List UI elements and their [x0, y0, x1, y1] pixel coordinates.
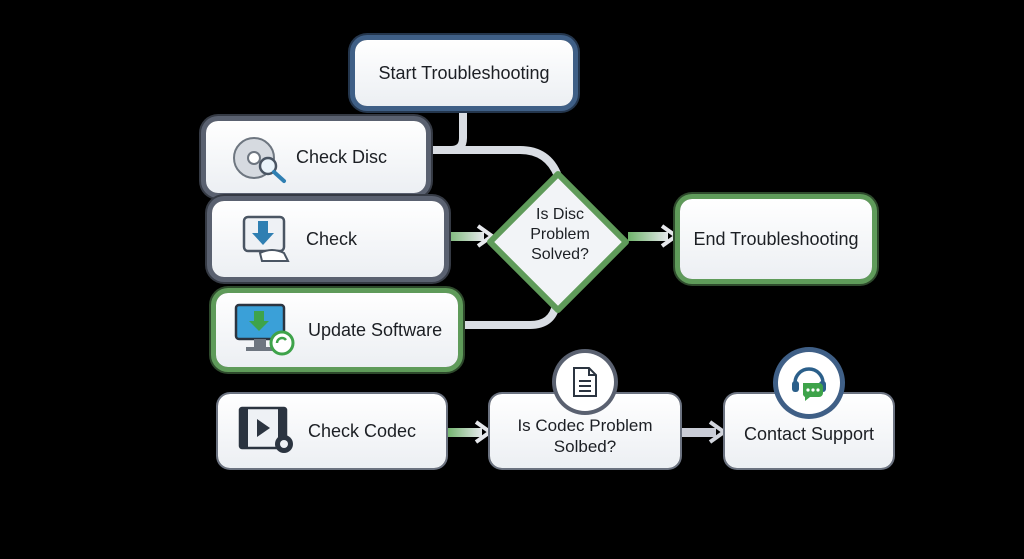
disc-decision-label: Is Disc Problem Solved? [510, 205, 610, 265]
check-disc-label: Check Disc [296, 146, 388, 167]
disc-decision-line-2: Problem [530, 226, 590, 243]
codec-decision-badge [556, 353, 614, 411]
end-label: End Troubleshooting [693, 228, 859, 249]
disc-magnifier-icon [233, 137, 286, 183]
arrow-codec-to-decision [446, 420, 494, 444]
support-headset-icon [792, 367, 826, 401]
disc-decision-line-3: Solved? [531, 246, 589, 263]
arrow-decision-to-end [628, 224, 680, 248]
document-icon [573, 367, 597, 397]
codec-decision-line-1: Is Codec Problem [517, 415, 653, 435]
start-label: Start Troubleshooting [378, 62, 550, 83]
check-label: Check [306, 228, 358, 249]
monitor-update-icon [234, 303, 295, 356]
disc-decision-diamond [487, 171, 629, 313]
disc-decision-line-1: Is Disc [536, 206, 584, 223]
codec-decision-line-2: Solbed? [553, 437, 617, 456]
check-node: Check [212, 201, 444, 277]
film-gear-icon [238, 406, 293, 453]
end-node: End Troubleshooting [680, 199, 872, 279]
check-codec-label: Check Codec [308, 420, 417, 441]
arrow-decision-to-support [682, 420, 728, 444]
check-disc-node: Check Disc [206, 121, 426, 193]
start-node: Start Troubleshooting [355, 40, 573, 106]
contact-support-label: Contact Support [743, 423, 875, 444]
contact-support-badge [778, 352, 840, 414]
download-tray-icon [242, 215, 290, 262]
connector-start-to-decision [421, 102, 562, 180]
codec-decision-label: Is Codec Problem Solbed? [517, 405, 652, 458]
check-codec-node: Check Codec [218, 394, 446, 468]
update-software-label: Update Software [308, 319, 443, 340]
update-software-node: Update Software [216, 293, 458, 367]
